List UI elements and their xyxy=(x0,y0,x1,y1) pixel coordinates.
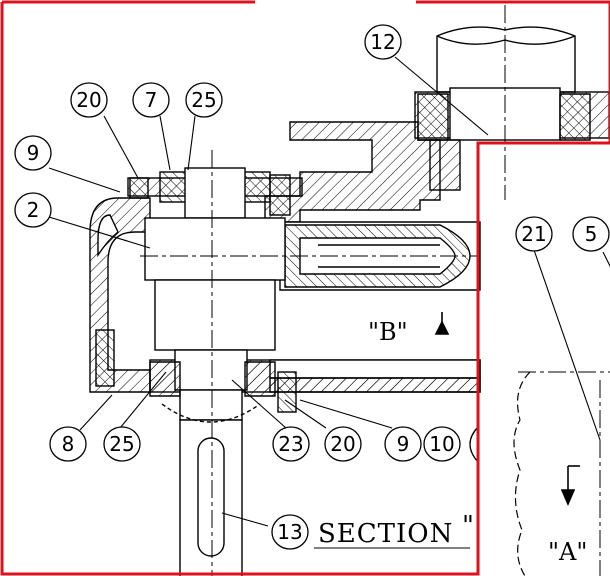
view-a-arrow xyxy=(560,489,576,507)
part-balloon-25-top: 25 xyxy=(185,82,223,118)
part-balloon-20-bottom: 20 xyxy=(324,426,362,462)
part-balloon-21: 21 xyxy=(515,216,553,252)
svg-text:7: 7 xyxy=(145,88,158,112)
svg-text:9: 9 xyxy=(397,432,410,456)
part-balloon-25-bottom: 25 xyxy=(103,426,141,462)
svg-text:25: 25 xyxy=(109,432,134,456)
svg-text:10: 10 xyxy=(429,432,454,456)
svg-text:20: 20 xyxy=(76,88,101,112)
svg-text:2: 2 xyxy=(27,198,40,222)
part-balloon-10: 10 xyxy=(423,426,461,462)
svg-text:23: 23 xyxy=(278,432,303,456)
part-balloon-9-top: 9 xyxy=(14,135,52,171)
svg-text:20: 20 xyxy=(330,432,355,456)
svg-text:13: 13 xyxy=(277,520,302,544)
svg-text:25: 25 xyxy=(191,88,216,112)
gearbox-housing xyxy=(89,121,481,393)
part-balloon-12: 12 xyxy=(364,24,402,60)
part-balloon-2: 2 xyxy=(14,192,52,228)
section-arrows xyxy=(434,312,580,507)
part-balloon-23: 23 xyxy=(272,426,310,462)
center-lines xyxy=(140,5,610,576)
section-quote: " xyxy=(462,511,475,541)
view-a-outline xyxy=(513,371,531,576)
svg-text:5: 5 xyxy=(585,222,598,246)
part-balloon-8: 8 xyxy=(49,426,87,462)
section-label: SECTION xyxy=(318,519,453,549)
view-a-label: "A" xyxy=(548,538,587,566)
partial-balloon xyxy=(469,426,479,463)
leader-lines xyxy=(48,56,610,549)
part-balloon-9-bottom: 9 xyxy=(384,426,422,462)
upper-gear-assembly xyxy=(414,26,610,191)
part-balloon-13: 13 xyxy=(271,514,309,550)
output-shaft xyxy=(95,167,297,576)
svg-text:21: 21 xyxy=(521,222,546,246)
top-right-frame xyxy=(416,0,610,143)
part-balloon-20-top: 20 xyxy=(70,82,108,118)
svg-text:9: 9 xyxy=(27,141,40,165)
part-balloon-7: 7 xyxy=(132,82,170,118)
view-b-label: "B" xyxy=(368,318,408,346)
svg-text:8: 8 xyxy=(62,432,75,456)
svg-text:12: 12 xyxy=(370,30,395,54)
part-balloon-5: 5 xyxy=(572,216,610,252)
